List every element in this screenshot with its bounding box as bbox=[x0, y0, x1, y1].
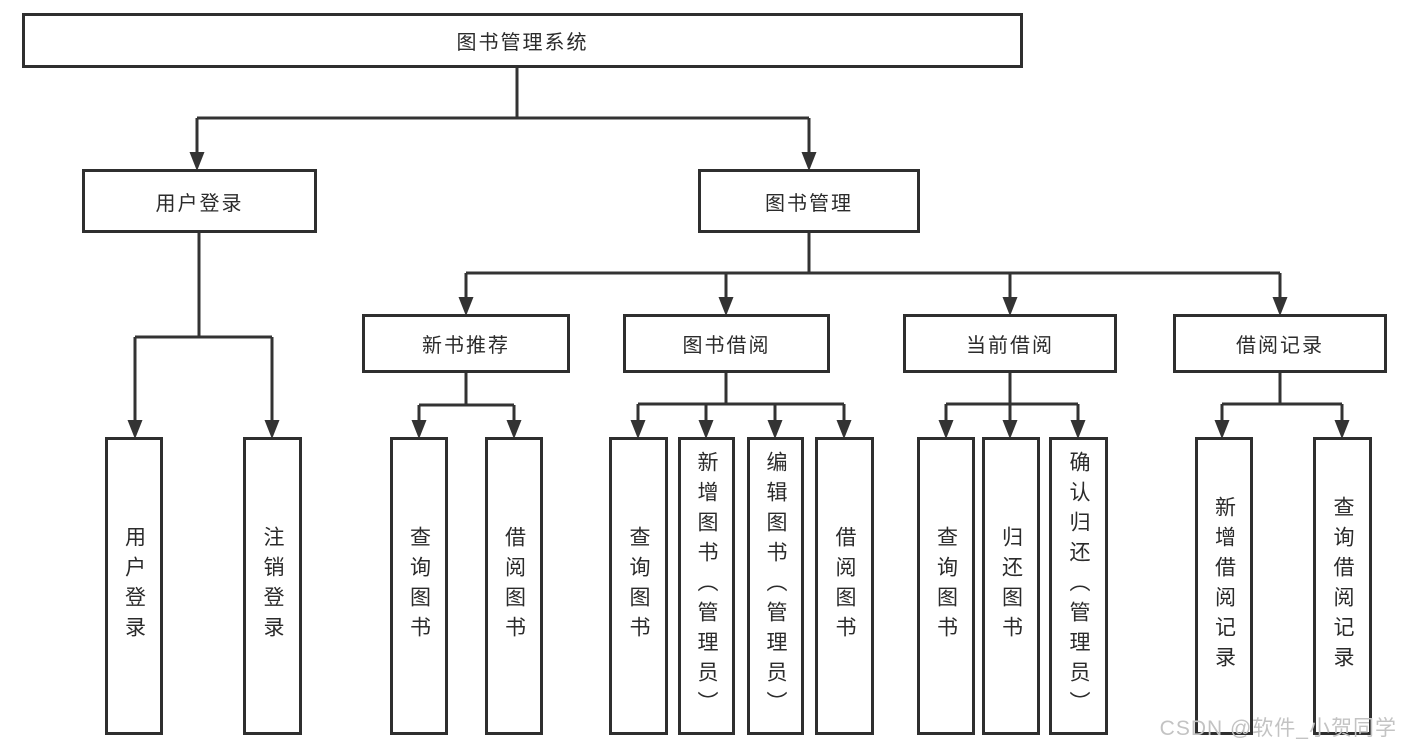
connector-paths bbox=[133, 68, 1344, 420]
leaf-add-borrow-record-label: 新增借阅记录 bbox=[1212, 496, 1236, 676]
leaf-borrow-books-borrow-label: 借阅图书 bbox=[833, 526, 856, 646]
leaf-logout-login-label: 注销登录 bbox=[261, 526, 284, 646]
watermark: CSDN @软件_小贺同学 bbox=[1159, 717, 1397, 740]
leaf-confirm-return-admin-label: 确认归还（管理员） bbox=[1067, 451, 1090, 721]
leaf-user-login-label: 用户登录 bbox=[122, 526, 146, 646]
leaf-borrow-books-recommend: 借阅图书 bbox=[485, 437, 543, 735]
leaf-query-books-borrow-label: 查询图书 bbox=[627, 526, 650, 646]
leaf-add-books-admin-label: 新增图书（管理员） bbox=[695, 451, 718, 721]
node-borrow-records: 借阅记录 bbox=[1173, 314, 1387, 373]
leaf-user-login: 用户登录 bbox=[105, 437, 163, 735]
leaf-query-books-current-label: 查询图书 bbox=[934, 526, 958, 646]
node-book-borrow: 图书借阅 bbox=[623, 314, 830, 373]
node-new-book-recommend: 新书推荐 bbox=[362, 314, 570, 373]
leaf-edit-books-admin-label: 编辑图书（管理员） bbox=[764, 451, 787, 721]
leaf-borrow-books-borrow: 借阅图书 bbox=[815, 437, 874, 735]
leaf-edit-books-admin: 编辑图书（管理员） bbox=[747, 437, 804, 735]
leaf-borrow-books-recommend-label: 借阅图书 bbox=[502, 526, 526, 646]
arrowheads bbox=[127, 152, 1350, 439]
node-current-borrow: 当前借阅 bbox=[903, 314, 1117, 373]
leaf-query-books-recommend: 查询图书 bbox=[390, 437, 448, 735]
leaf-query-books-current: 查询图书 bbox=[917, 437, 975, 735]
leaf-query-books-borrow: 查询图书 bbox=[609, 437, 668, 735]
leaf-add-borrow-record: 新增借阅记录 bbox=[1195, 437, 1253, 735]
leaf-query-books-recommend-label: 查询图书 bbox=[407, 526, 431, 646]
leaf-query-borrow-record: 查询借阅记录 bbox=[1313, 437, 1372, 735]
node-user-login: 用户登录 bbox=[82, 169, 317, 233]
node-book-management: 图书管理 bbox=[698, 169, 920, 233]
node-library-system: 图书管理系统 bbox=[22, 13, 1023, 68]
leaf-logout-login: 注销登录 bbox=[243, 437, 302, 735]
leaf-confirm-return-admin: 确认归还（管理员） bbox=[1049, 437, 1108, 735]
leaf-return-books-label: 归还图书 bbox=[999, 526, 1023, 646]
leaf-query-borrow-record-label: 查询借阅记录 bbox=[1331, 496, 1354, 676]
leaf-return-books: 归还图书 bbox=[982, 437, 1040, 735]
leaf-add-books-admin: 新增图书（管理员） bbox=[678, 437, 735, 735]
